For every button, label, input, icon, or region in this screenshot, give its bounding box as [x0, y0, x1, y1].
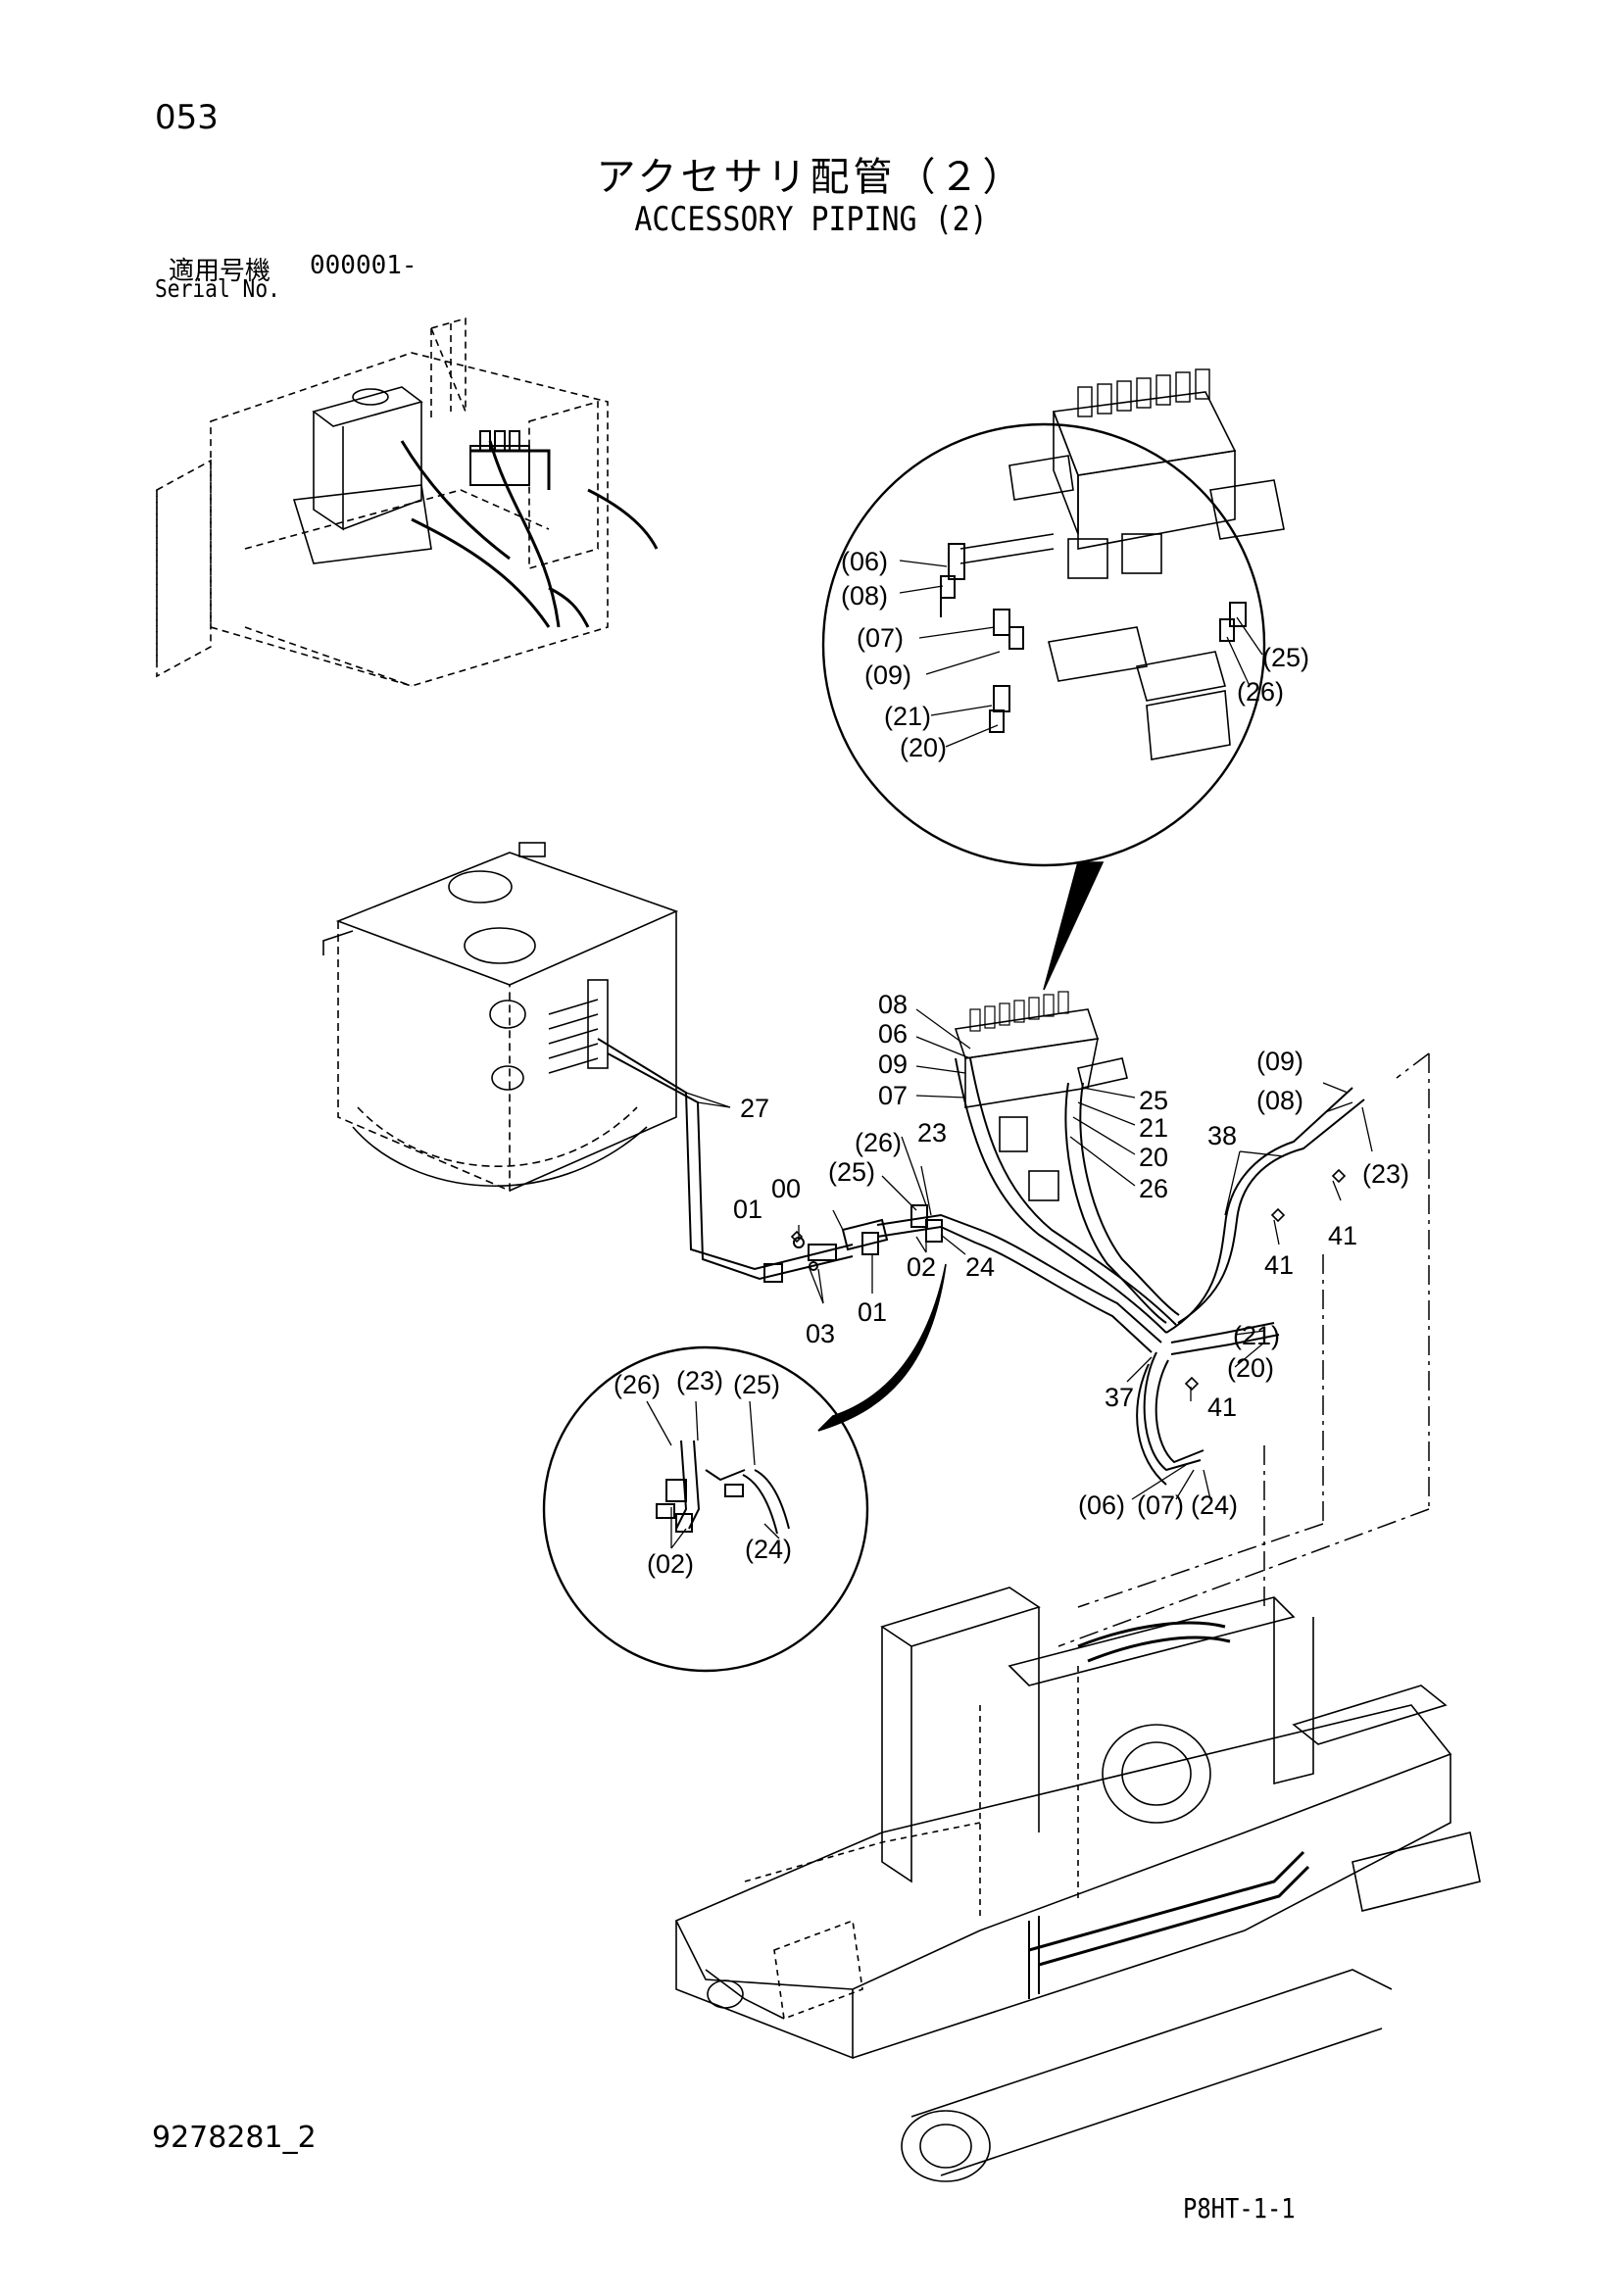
- page-code: P8HT-1-1: [1183, 2192, 1296, 2224]
- manifold-fittings: [763, 1204, 943, 1283]
- callout-label: 20: [1139, 1143, 1168, 1172]
- callout-label: 41: [1264, 1250, 1294, 1280]
- callouts-tank-area: 27: [740, 1094, 769, 1123]
- callout-label: 00: [771, 1174, 801, 1203]
- callouts-detail-top: (06) (08) (07) (09) (21) (20) (25) (26): [841, 547, 1309, 762]
- bolt-glyphs: [790, 1168, 1347, 1392]
- callout-label: (26): [614, 1370, 661, 1399]
- detail-pointer-top: [1043, 861, 1105, 991]
- callout-label: (24): [1191, 1490, 1238, 1520]
- detail-circle-manifold: [542, 1345, 869, 1673]
- callout-label: 21: [1139, 1113, 1168, 1143]
- overview-hoses: [400, 440, 659, 628]
- callout-label: 03: [806, 1319, 835, 1348]
- callout-label: (24): [745, 1535, 792, 1564]
- control-valve-detail-fittings: [940, 543, 1247, 733]
- callout-label: 23: [917, 1118, 947, 1148]
- callout-label: (25): [733, 1370, 780, 1399]
- callout-label: (23): [676, 1366, 723, 1395]
- callout-label: (06): [841, 547, 888, 576]
- overview-tank: [292, 386, 432, 564]
- callout-label: 37: [1105, 1383, 1134, 1412]
- callout-label: (07): [1137, 1490, 1184, 1520]
- callout-label: 01: [733, 1195, 762, 1224]
- overview-machine-illustration: [156, 317, 609, 687]
- callout-label: (07): [857, 623, 904, 653]
- page-title-japanese: アクセサリ配管（２）: [596, 155, 1026, 200]
- callout-label: (25): [828, 1157, 875, 1187]
- callout-label: (08): [1256, 1086, 1303, 1115]
- callout-label: 02: [907, 1252, 936, 1282]
- callout-label: 08: [878, 990, 908, 1019]
- callout-label: (20): [1227, 1353, 1274, 1383]
- document-number: 9278281_2: [152, 2121, 317, 2155]
- callout-label: (25): [1262, 643, 1309, 672]
- callouts-detail-bottom: (26) (23) (25) (02) (24): [614, 1366, 792, 1579]
- page-title-english: ACCESSORY PIPING (2): [634, 200, 988, 239]
- machine-frame-illustration: [674, 1587, 1481, 2182]
- detail-pointer-bottom: [817, 1263, 947, 1432]
- callout-label: 09: [878, 1050, 908, 1079]
- callout-label: 06: [878, 1019, 908, 1049]
- serial-label-english: Serial No.: [155, 274, 280, 303]
- callout-label: 26: [1139, 1174, 1168, 1203]
- serial-code: 000001-: [310, 251, 418, 280]
- callout-label: (26): [1237, 677, 1284, 707]
- callout-label: (02): [647, 1549, 694, 1579]
- detail-circle-control-valve: [821, 422, 1266, 867]
- callout-label: 07: [878, 1081, 908, 1110]
- hydraulic-tank-illustration: [322, 842, 679, 1193]
- callout-label: 01: [858, 1297, 887, 1327]
- callout-label: (09): [1256, 1047, 1303, 1076]
- callout-label: (26): [855, 1128, 902, 1157]
- hose-routing: [597, 1038, 1365, 1486]
- callout-label: 38: [1207, 1121, 1237, 1150]
- callouts-valve-area: 08 06 09 07 25 21 20 26: [878, 990, 1168, 1203]
- callout-label: 25: [1139, 1086, 1168, 1115]
- callout-label: 41: [1207, 1392, 1237, 1422]
- callout-label: (06): [1078, 1490, 1125, 1520]
- callouts-right-lines: (09) (08) 38 (23) 41 41 (21) (20) 37 41 …: [1078, 1047, 1409, 1520]
- overview-valves: [469, 430, 530, 486]
- callout-label: 41: [1328, 1221, 1357, 1250]
- callout-label: (23): [1362, 1159, 1409, 1189]
- serial-label-japanese: 適用号機: [169, 257, 271, 286]
- callout-label: (09): [864, 660, 911, 690]
- callouts-middle: (26) 23 (25) 00 01 02 24 03 01: [733, 1118, 995, 1348]
- callout-label: (21): [1233, 1321, 1280, 1350]
- callout-label: (21): [884, 702, 931, 731]
- callout-label: (20): [900, 733, 947, 762]
- page-number: 053: [155, 98, 219, 137]
- callout-label: 24: [965, 1252, 995, 1282]
- control-valve-detail: [959, 368, 1285, 760]
- callout-leader-lines: [646, 560, 1373, 1549]
- guide-lines: [1057, 1052, 1430, 1647]
- callout-label: (08): [841, 581, 888, 611]
- callout-label: 27: [740, 1094, 769, 1123]
- manifold-detail: [656, 1440, 790, 1535]
- control-valve-bank: [954, 991, 1128, 1201]
